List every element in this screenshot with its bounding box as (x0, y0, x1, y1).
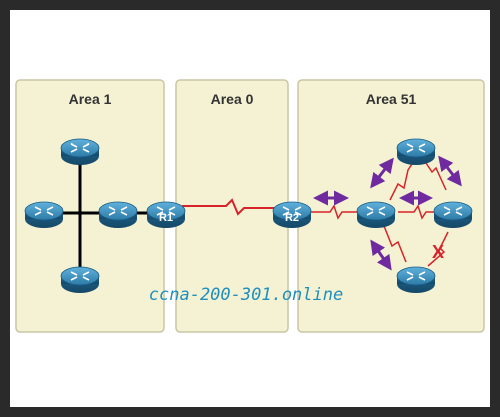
router-icon[interactable] (60, 138, 100, 165)
link-failure-mark: X (432, 242, 444, 262)
area-0-label: Area 0 (211, 91, 254, 107)
serial-link-right-bottom (427, 231, 449, 267)
arrow-center-top (370, 157, 394, 189)
ospf-adjacency-arrows (313, 155, 462, 271)
serial-link-center-right (398, 204, 436, 220)
area-1-label: Area 1 (69, 91, 112, 107)
arrow-center-bottom (370, 239, 392, 271)
serial-link-center-bottom (383, 225, 407, 263)
router-icon[interactable] (396, 138, 436, 165)
arrow-top-right (438, 155, 462, 187)
router-r1-label: R1 (159, 212, 173, 224)
router-r1-icon[interactable] (146, 201, 186, 228)
router-r2-label: R2 (285, 212, 299, 224)
router-icon[interactable] (60, 266, 100, 293)
watermark-text: ccna-200-301.online (149, 285, 343, 305)
serial-link-r1-r2 (182, 198, 280, 216)
router-icon[interactable] (24, 201, 64, 228)
router-icon[interactable] (356, 201, 396, 228)
router-icon[interactable] (396, 266, 436, 293)
serial-link-center-top (389, 157, 417, 201)
serial-link-r2-center (306, 204, 360, 220)
area-51-label: Area 51 (366, 91, 417, 107)
router-r2-icon[interactable] (272, 201, 312, 228)
router-icon[interactable] (98, 201, 138, 228)
router-icon[interactable] (433, 201, 473, 228)
